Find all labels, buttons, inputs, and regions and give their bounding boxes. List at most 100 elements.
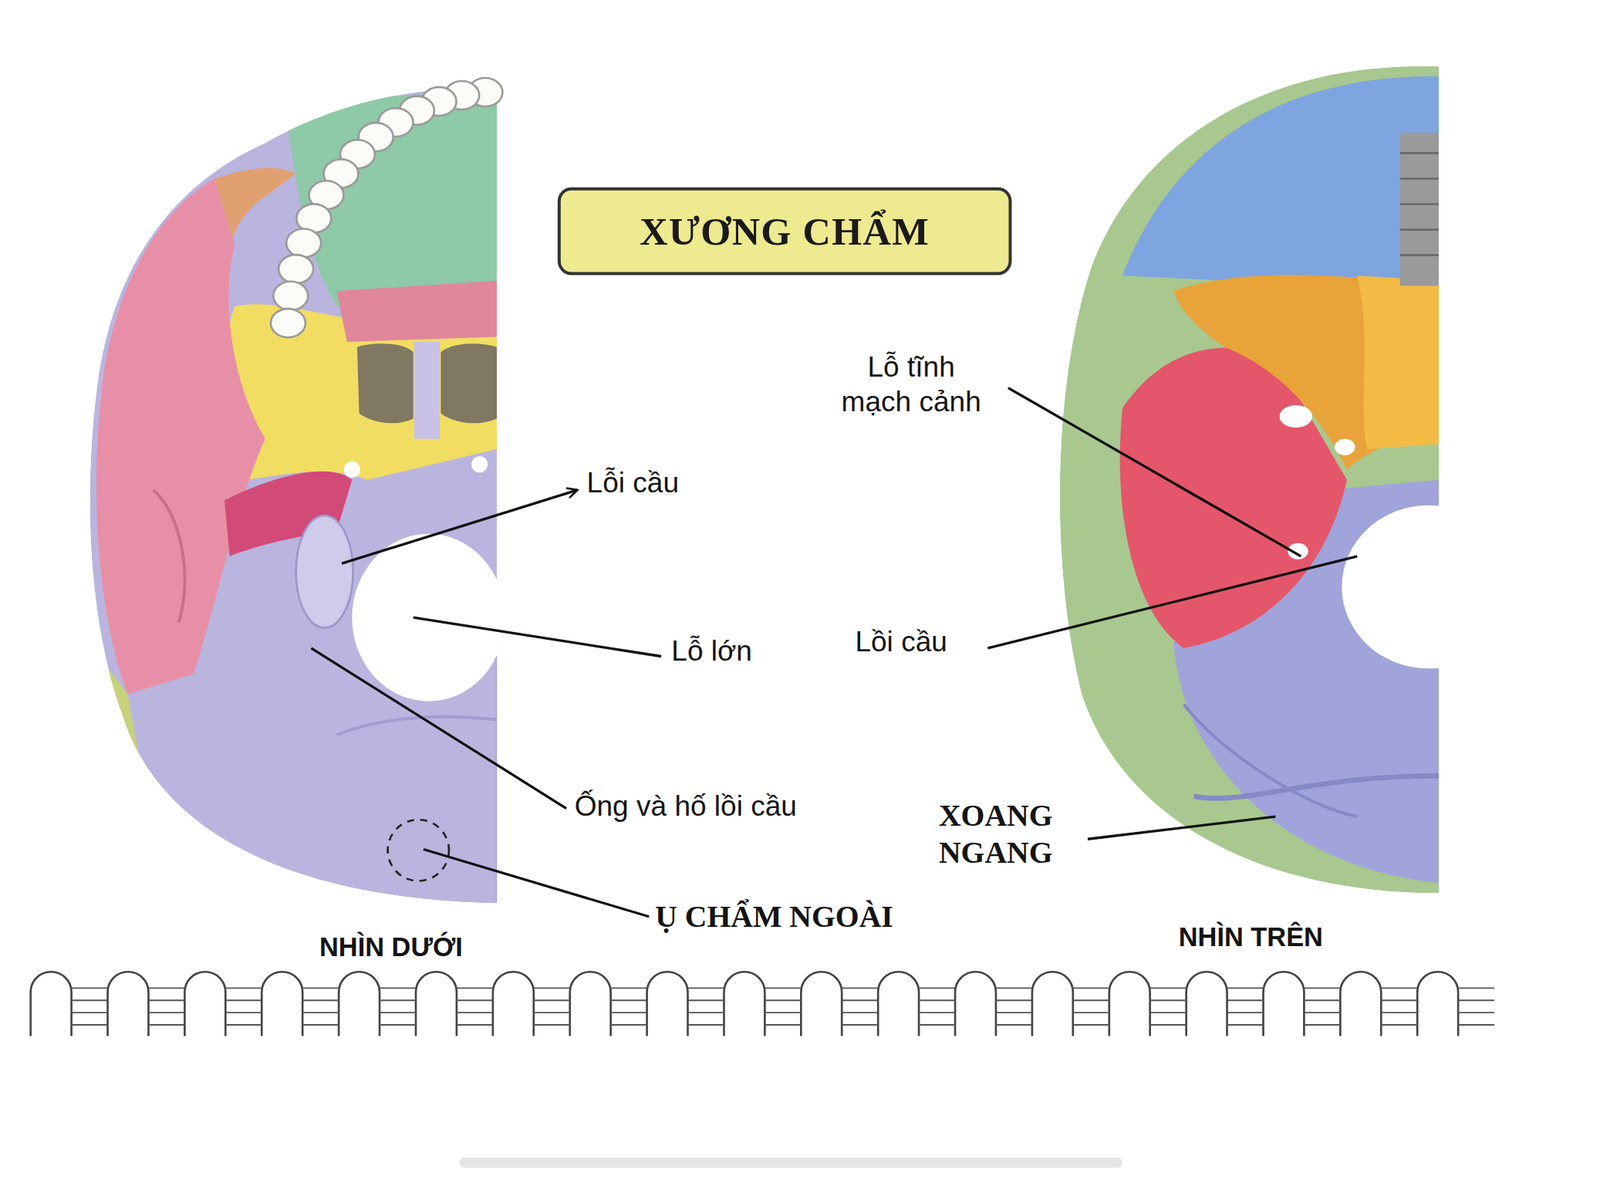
binder-bar — [1303, 1011, 1341, 1013]
binder-ring — [1263, 971, 1305, 1036]
binder-bar — [379, 999, 416, 1001]
binder-bar — [302, 1023, 339, 1026]
binder-bar — [764, 1023, 801, 1026]
binder-ring — [723, 971, 765, 1036]
binder-bar — [687, 1023, 724, 1026]
binder-ring — [184, 971, 226, 1036]
binder-ring — [261, 971, 303, 1036]
binder-bar — [456, 1023, 493, 1026]
binder-bar — [533, 1023, 571, 1026]
binder-bar — [148, 986, 185, 989]
binder-bar — [302, 986, 339, 989]
binder-ring — [338, 971, 380, 1036]
binder-bar — [1458, 1023, 1495, 1026]
binder-bar — [1303, 986, 1341, 989]
binder-bar — [533, 986, 571, 989]
binder-ring — [1340, 971, 1381, 1036]
binder-bar — [841, 1011, 878, 1013]
title-box: XƯƠNG CHẨM — [559, 189, 1011, 274]
binder-bar — [225, 1011, 262, 1013]
part-label: Lồi cầu — [854, 624, 947, 659]
binder-bar — [995, 999, 1033, 1001]
binder-bar — [1150, 986, 1187, 989]
title: XƯƠNG CHẨM — [639, 208, 930, 254]
binder-bar — [1073, 986, 1110, 989]
part-label: Ống và hố lồi cầu — [574, 788, 797, 823]
binder-ring — [955, 971, 996, 1036]
binder-bar — [1380, 1011, 1418, 1013]
binder-bar — [610, 1023, 648, 1026]
leader-lines — [310, 388, 1357, 917]
binder-bar — [841, 999, 878, 1001]
binder-rings — [30, 971, 1495, 1036]
binder-bar — [225, 999, 262, 1001]
binder-bar — [918, 986, 956, 989]
binder-bar — [1073, 999, 1110, 1001]
binder-bar — [1150, 1011, 1187, 1013]
binder-bar — [1227, 1011, 1264, 1013]
teeth — [270, 77, 503, 338]
superior-view — [1059, 66, 1516, 894]
binder-bar — [1458, 1011, 1495, 1013]
binder-bar — [1380, 1023, 1418, 1026]
binder-bar — [148, 1011, 185, 1013]
binder-bar — [71, 1011, 109, 1013]
binder-bar — [841, 986, 878, 989]
binder-bar — [1150, 1023, 1187, 1026]
part-label: Lỗ lớn — [671, 633, 753, 668]
binder-bar — [456, 986, 493, 989]
binder-bar — [1073, 1023, 1110, 1026]
part-label: Lỗ tĩnh mạch cảnh — [829, 350, 993, 419]
binder-bar — [148, 1023, 185, 1026]
binder-bar — [687, 986, 724, 989]
binder-bar — [379, 986, 416, 989]
binder-bar — [1073, 1011, 1110, 1013]
binder-bar — [533, 1011, 571, 1013]
binder-bar — [302, 999, 339, 1001]
binder-bar — [71, 1023, 109, 1026]
binder-bar — [1303, 999, 1341, 1001]
binder-ring — [30, 971, 72, 1036]
binder-bar — [225, 986, 262, 989]
binder-bar — [918, 1011, 956, 1013]
binder-bar — [764, 986, 801, 989]
binder-ring — [800, 971, 842, 1036]
binder-bar — [687, 999, 724, 1001]
binder-ring — [570, 971, 611, 1036]
binder-ring — [877, 971, 919, 1036]
inferior-view — [90, 89, 506, 904]
title-plate — [559, 189, 1011, 274]
binder-bar — [610, 1011, 648, 1013]
part-label: Lỗi cầu — [587, 465, 679, 500]
view-label: NHÌN TRÊN — [1178, 921, 1324, 953]
binder-bar — [1150, 999, 1187, 1001]
binder-ring — [415, 971, 457, 1036]
binder-bar — [1380, 986, 1418, 989]
binder-bar — [1380, 999, 1418, 1001]
binder-bar — [379, 1011, 416, 1013]
binder-bar — [918, 1023, 956, 1026]
binder-bar — [918, 999, 956, 1001]
part-label: Ụ CHẨM NGOÀI — [654, 897, 894, 936]
binder-ring — [492, 971, 534, 1036]
binder-bar — [225, 1023, 262, 1026]
binder-bar — [687, 1011, 724, 1013]
binder-bar — [1227, 986, 1264, 989]
binder-bar — [995, 1023, 1033, 1026]
binder-bar — [764, 999, 801, 1001]
binder-bar — [995, 986, 1033, 989]
binder-bar — [1227, 999, 1264, 1001]
binder-bar — [610, 986, 648, 989]
binder-bar — [764, 1011, 801, 1013]
binder-bar — [302, 1011, 339, 1013]
tooth — [278, 254, 314, 284]
binder-ring — [1109, 971, 1151, 1036]
binder-bar — [841, 1023, 878, 1026]
binder-bar — [148, 999, 185, 1001]
binder-bar — [533, 999, 571, 1001]
view-label: NHÌN DƯỚI — [319, 931, 463, 964]
binder-bar — [995, 1011, 1033, 1013]
binder-ring — [108, 971, 149, 1036]
binder-bar — [1458, 999, 1495, 1001]
